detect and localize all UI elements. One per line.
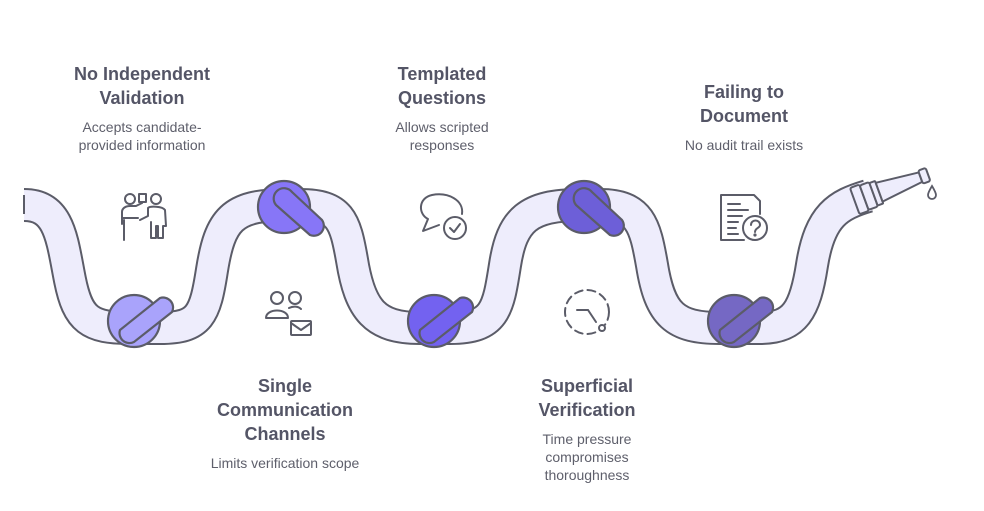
- knot-5: [706, 293, 775, 349]
- knot-4: [556, 179, 625, 237]
- nozzle-icon: [849, 167, 931, 215]
- dashed-clock-icon: [564, 289, 610, 335]
- knot-2: [256, 179, 325, 237]
- step-description: Accepts candidate-provided information: [78, 119, 206, 153]
- chat-check-icon: [420, 193, 467, 240]
- water-drop-icon: [927, 184, 937, 200]
- knot-1: [106, 293, 175, 349]
- document-question-icon: [720, 194, 768, 241]
- step-description: No audit trail exists: [684, 137, 804, 153]
- knot-3: [406, 293, 475, 349]
- presenter-icon: [121, 193, 167, 241]
- users-mail-icon: [265, 291, 312, 336]
- step-description: Limits verification scope: [210, 455, 360, 471]
